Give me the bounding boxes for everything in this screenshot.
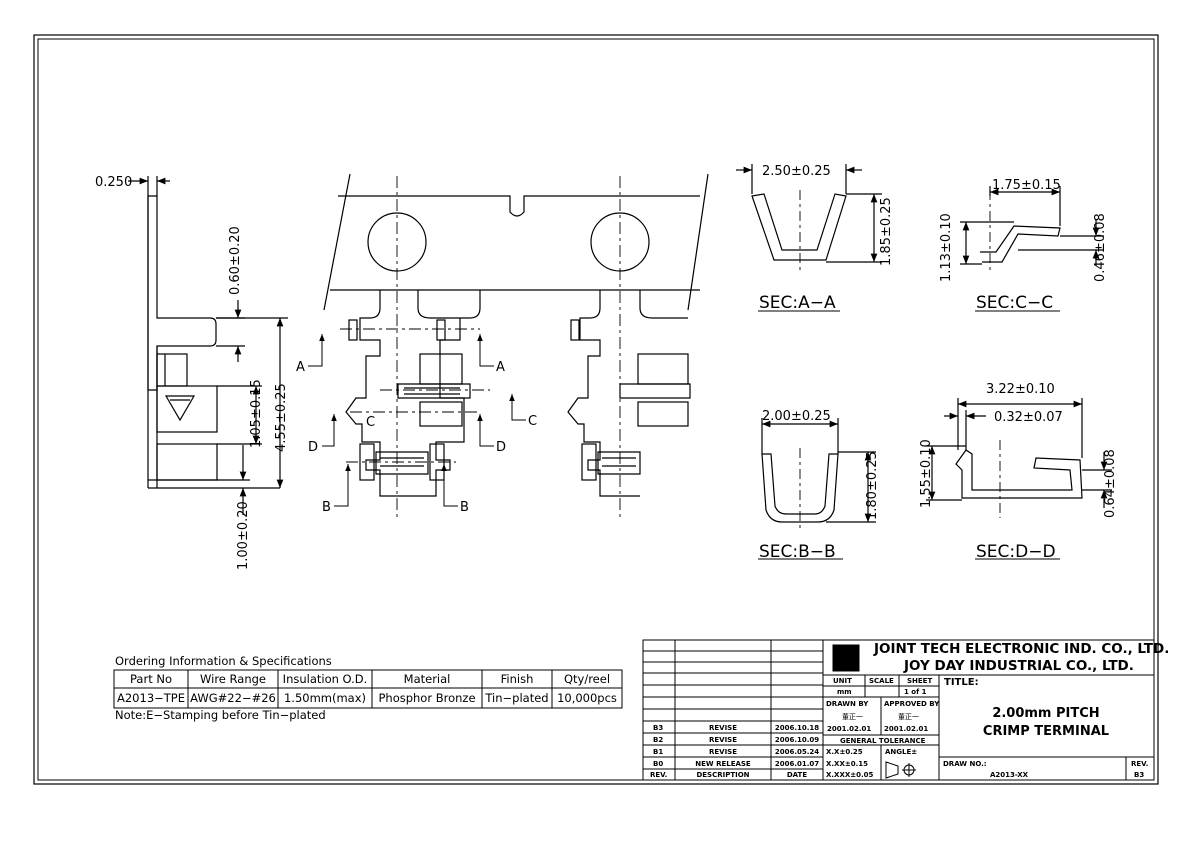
- projection-symbol-icon: [885, 761, 916, 779]
- tolerance-1: X.X±0.25: [826, 748, 863, 756]
- scale-label: SCALE: [869, 677, 894, 685]
- drawn-by-name: 董正一: [842, 712, 863, 721]
- outer-border: [33, 34, 1159, 785]
- ordering-note: Note:E−Stamping before Tin−plated: [115, 708, 326, 722]
- rev-row-desc: REVISE: [709, 724, 737, 732]
- rev-row-rev: B1: [653, 748, 663, 756]
- angle-label: ANGLE±: [885, 748, 917, 756]
- cut-label-d-left: D: [308, 440, 318, 455]
- unit-value: mm: [837, 688, 852, 696]
- dd-width: 3.22±0.10: [986, 382, 1055, 397]
- rev-row-rev: B2: [653, 736, 663, 744]
- ordering-heading: Ordering Information & Specifications: [115, 654, 332, 668]
- cell-qty: 10,000pcs: [557, 691, 617, 705]
- cc-height-right: 0.46±0.08: [1093, 213, 1108, 282]
- tolerance-2: X.XX±0.15: [826, 760, 868, 768]
- aa-width: 2.50±0.25: [762, 164, 831, 179]
- revision-list: B3 REVISE 2006.10.18 B2 REVISE 2006.10.0…: [650, 724, 819, 779]
- inner-border: [37, 38, 1155, 781]
- company-name-2: JOY DAY INDUSTRIAL CO., LTD.: [903, 658, 1134, 674]
- rev-header-rev: REV.: [650, 771, 667, 779]
- section-aa: [736, 164, 882, 312]
- strip-view: [323, 173, 709, 497]
- tolerance-3: X.XXX±0.05: [826, 771, 874, 779]
- dd-inner: 0.32±0.07: [994, 410, 1063, 425]
- bb-height: 1.80±0.25: [865, 451, 880, 520]
- rev-row-date: 2006.10.18: [775, 724, 819, 732]
- dd-height-right: 0.64±0.08: [1103, 449, 1118, 518]
- cc-height-left: 1.13±0.10: [939, 213, 954, 282]
- cell-insulation: 1.50mm(max): [284, 691, 366, 705]
- col-finish: Finish: [501, 672, 534, 686]
- cut-label-a-left: A: [296, 360, 305, 375]
- drawn-date: 2001.02.01: [827, 725, 871, 733]
- cell-part-no: A2013−TPE: [117, 691, 185, 705]
- cut-label-b-left: B: [322, 500, 331, 515]
- rev-row-date: 2006.05.24: [775, 748, 819, 756]
- dd-title: SEC:D−D: [976, 542, 1056, 562]
- rev-row-desc: REVISE: [709, 736, 737, 744]
- dim-top: 0.60±0.20: [228, 226, 243, 295]
- rev-row-desc: NEW RELEASE: [695, 760, 751, 768]
- strip-centerlines: [340, 176, 621, 518]
- rev-row-rev: B3: [653, 724, 663, 732]
- dim-overall: 4.55±0.25: [274, 383, 289, 452]
- ordering-table: [113, 669, 623, 709]
- rev-row-rev: B0: [653, 760, 663, 768]
- dd-height-left: 1.55±0.10: [919, 439, 934, 508]
- title-label: TITLE:: [944, 677, 979, 688]
- rev-row-date: 2006.10.09: [775, 736, 819, 744]
- section-bb: [758, 418, 876, 560]
- section-dd: [926, 398, 1112, 560]
- unit-label: UNIT: [833, 677, 852, 685]
- cell-material: Phosphor Bronze: [378, 691, 475, 705]
- title-block: [642, 639, 1155, 781]
- col-wire-range: Wire Range: [200, 672, 266, 686]
- col-insulation: Insulation O.D.: [283, 672, 368, 686]
- side-view: [128, 176, 288, 515]
- cut-label-d-right: D: [496, 440, 506, 455]
- draw-no-label: DRAW NO.:: [943, 760, 987, 768]
- rev-label: REV.: [1131, 760, 1148, 768]
- approved-by-name: 董正一: [898, 712, 919, 721]
- cut-label-c-right: C: [528, 414, 537, 429]
- bb-title: SEC:B−B: [759, 542, 836, 562]
- drawn-by-label: DRAWN BY: [826, 700, 869, 708]
- col-qty: Qty/reel: [564, 672, 610, 686]
- rev-header-date: DATE: [787, 771, 807, 779]
- approved-by-label: APPROVED BY: [884, 700, 940, 708]
- aa-title: SEC:A−A: [759, 293, 836, 313]
- rev-header-desc: DESCRIPTION: [696, 771, 749, 779]
- col-material: Material: [404, 672, 451, 686]
- bb-width: 2.00±0.25: [762, 409, 831, 424]
- company-name-1: JOINT TECH ELECTRONIC IND. CO., LTD.: [873, 641, 1169, 657]
- dim-thickness: 0.250: [95, 175, 132, 190]
- cut-label-a-right: A: [496, 360, 505, 375]
- cut-label-c-left: C: [366, 415, 375, 430]
- rev-value: B3: [1134, 771, 1144, 779]
- rev-row-date: 2006.01.07: [775, 760, 819, 768]
- section-cut-markers: [308, 334, 526, 507]
- dim-mid: 1.05±0.15: [249, 379, 264, 448]
- title-line-2: CRIMP TERMINAL: [983, 724, 1109, 739]
- col-part-no: Part No: [130, 672, 172, 686]
- tolerance-label: GENERAL TOLERANCE: [840, 737, 926, 745]
- cut-label-b-right: B: [460, 500, 469, 515]
- rev-row-desc: REVISE: [709, 748, 737, 756]
- sheet-label: SHEET: [907, 677, 932, 685]
- sheet-value: 1 of 1: [904, 688, 927, 696]
- title-line-1: 2.00mm PITCH: [992, 706, 1099, 721]
- section-cc: [960, 186, 1104, 312]
- cell-wire-range: AWG#22−#26: [190, 691, 276, 705]
- draw-no: A2013-XX: [990, 771, 1029, 779]
- cc-title: SEC:C−C: [976, 293, 1053, 313]
- cc-width: 1.75±0.15: [992, 178, 1061, 193]
- dim-bottom: 1.00±0.20: [236, 501, 251, 570]
- cell-finish: Tin−plated: [484, 691, 548, 705]
- approved-date: 2001.02.01: [884, 725, 928, 733]
- aa-height: 1.85±0.25: [879, 197, 894, 266]
